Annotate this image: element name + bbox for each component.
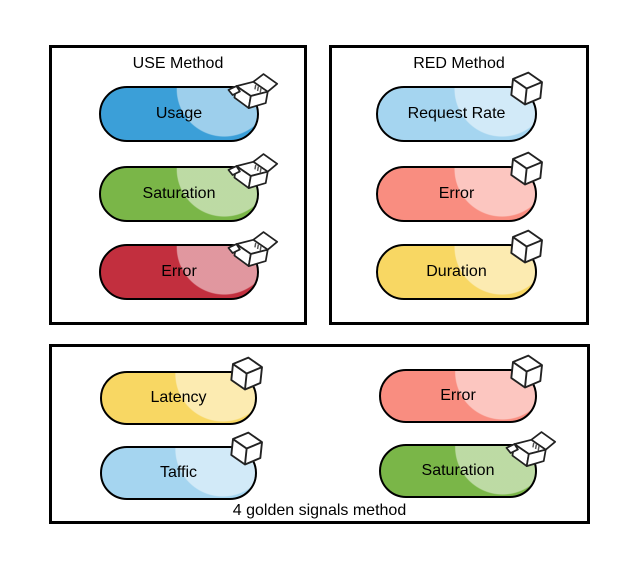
cube-icon [227,429,266,470]
open-box-icon [501,422,561,478]
pill-error-golden-label: Error [440,387,476,404]
cube-icon [507,352,546,393]
pill-saturation-use-label: Saturation [142,185,216,202]
golden-signals-caption: 4 golden signals method [232,502,407,519]
use-method-group: USE Method Usage Saturation [49,45,307,325]
pill-error-use-label: Error [161,263,197,280]
pill-error-red-label: Error [438,185,475,202]
pill-latency: Latency [100,356,263,425]
pill-request-rate: Request Rate [376,71,543,142]
pill-taffic-label: Taffic [159,464,198,481]
pill-usage: Usage [99,73,279,142]
red-method-title: RED Method [413,55,505,72]
pill-latency-label: Latency [150,389,207,406]
red-method-group: RED Method Request Rate Error Duration [329,45,589,325]
pill-error-use: Error [99,231,279,300]
cube-icon [507,69,546,110]
pill-saturation-use: Saturation [99,153,279,222]
use-method-title: USE Method [132,55,224,72]
open-box-icon [223,222,283,278]
pill-error-golden: Error [379,354,543,423]
golden-signals-group: Latency Taffic Error [49,344,590,524]
pill-request-rate-label: Request Rate [407,105,506,122]
pill-saturation-golden-label: Saturation [421,462,495,479]
cube-icon [507,227,546,268]
pill-taffic: Taffic [100,431,263,500]
pill-saturation-golden: Saturation [379,431,557,498]
pill-duration-label: Duration [426,263,487,280]
cube-icon [507,149,546,190]
pill-usage-label: Usage [155,105,203,122]
cube-icon [227,354,266,395]
open-box-icon [223,144,283,200]
pill-duration: Duration [376,229,543,300]
pill-error-red: Error [376,151,543,222]
